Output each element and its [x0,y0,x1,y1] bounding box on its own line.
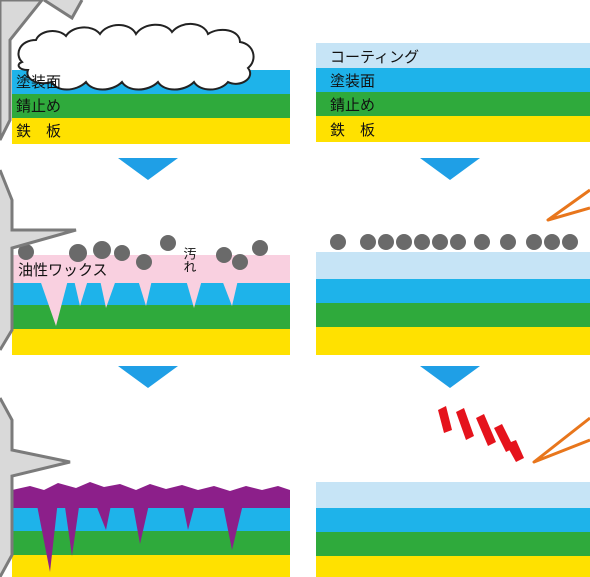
down-arrow-icon [420,158,480,180]
right-paint-layer [316,68,590,92]
left-callout-tail [43,0,84,21]
right-coating-layer [316,43,590,68]
right-steel-layer-2 [316,327,590,355]
deterioration-crack [36,500,58,572]
right-rustproof-label: 錆止め [330,96,375,114]
right-stage3-layers [316,482,590,577]
right-dirt-particles [330,234,578,250]
right-stage1-layers [316,43,590,142]
right-rustproof-layer-2 [316,303,590,327]
dirt-particle-icon [114,245,130,261]
dirt-particle-icon [526,234,542,250]
right-coating-layer-2 [316,252,590,279]
dirt-particle-icon [500,234,516,250]
left-paint-label: 塗装面 [16,73,61,91]
wax-label: 油性ワックス [18,261,108,279]
wax-crack [100,280,116,308]
left-stage3-layers [12,482,290,577]
dirt-particle-icon [562,234,578,250]
dirt-particle-icon [396,234,412,250]
left-paint-layer-3 [12,505,290,531]
dirt-particle-icon [360,234,376,250]
deterioration-crust [12,482,290,508]
dirt-particle-icon [414,234,430,250]
right-coating-layer-3 [316,482,590,508]
dirt-particle-icon [474,234,490,250]
right-callout-tail [546,188,590,222]
down-arrow-icon [420,366,480,388]
left-callout-shape [0,397,71,577]
dirt-particle-icon [544,234,560,250]
wax-crack [74,280,88,306]
deterioration-crack [132,500,150,544]
down-arrow-icon [118,158,178,180]
down-arrow-icon [118,366,178,388]
right-steel-label: 鉄 板 [330,121,375,139]
left-steel-layer [12,118,290,144]
right-callout-tail [532,416,590,464]
left-steel-label: 鉄 板 [16,122,61,140]
dirt-particle-icon [450,234,466,250]
deterioration-crack [64,500,80,556]
wax-crack [138,280,152,306]
dirt-particle-icon [330,234,346,250]
cloud-icon [17,23,255,91]
dirt-particle-icon [378,234,394,250]
right-steel-layer [316,116,590,142]
left-steel-layer-2 [12,329,290,355]
wax-crack [186,280,202,308]
dirt-particle-icon [18,244,34,260]
right-stage2-layers [316,252,590,355]
dirt-particle-icon [232,254,248,270]
dirt-particle-icon [69,244,87,262]
left-rustproof-layer [12,94,290,118]
right-steel-layer-3 [316,556,590,577]
left-callout-shape [0,0,44,141]
right-rustproof-layer-3 [316,532,590,556]
dirt-particle-icon [432,234,448,250]
right-rustproof-layer [316,92,590,116]
dirt-label: 汚れ [181,247,197,273]
deterioration-crack [182,500,196,530]
left-rustproof-layer-3 [12,531,290,555]
wax-crack [222,280,238,306]
dirt-particle-icon [136,254,152,270]
dirt-particle-icon [216,247,232,263]
dirt-particle-icon [160,235,176,251]
right-paint-layer-2 [316,279,590,303]
left-callout-shape [0,169,77,351]
right-coating-label: コーティング [330,48,419,66]
left-dirt-particles [18,235,268,270]
wax-crack [40,280,68,326]
repel-lines-icon [438,406,524,462]
left-steel-layer-3 [12,555,290,577]
deterioration-crack [222,500,244,550]
dirt-particle-icon [93,241,111,259]
right-paint-label: 塗装面 [330,72,375,90]
dirt-particle-icon [252,240,268,256]
deterioration-crack [94,500,112,530]
left-rustproof-label: 錆止め [16,97,61,115]
right-paint-layer-3 [316,508,590,532]
